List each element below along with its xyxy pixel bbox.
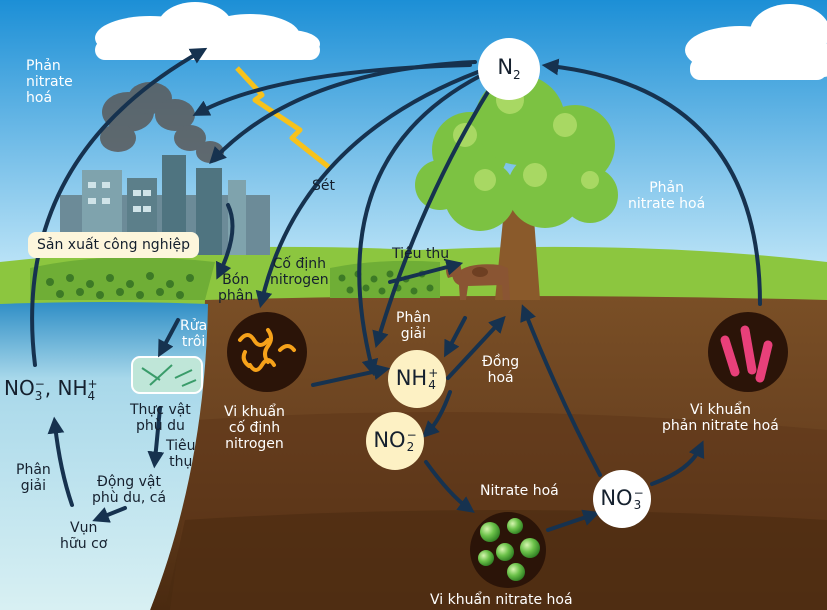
- cloud-icon: [95, 2, 320, 60]
- tree-icon: [415, 75, 618, 300]
- assimilation-label: Đồng hoá: [482, 354, 520, 386]
- arrow-consumption-land: [388, 258, 464, 284]
- denitrification-right-label: Phản nitrate hoá: [628, 180, 706, 212]
- no3-node: NO−3: [593, 470, 651, 528]
- arrow-industry-fertilizer: [216, 203, 235, 280]
- fixation-label: Cố định nitrogen: [270, 256, 329, 288]
- fixing-bacteria-label: Vi khuẩn cố định nitrogen: [224, 404, 285, 452]
- phytoplankton-icon: [131, 356, 203, 394]
- cycle-arrows: [30, 47, 762, 532]
- arrow-assimilation: [446, 315, 506, 380]
- bacteria-icon: [227, 312, 307, 392]
- industry-label: Sản xuất công nghiệp: [28, 232, 199, 258]
- crop-icon: [330, 260, 440, 298]
- arrow-fixation-nh4: [311, 363, 391, 387]
- arrow-n2-nh4-b: [372, 80, 496, 349]
- consumption-land-label: Tiêu thụ: [392, 246, 450, 262]
- crop-icon: [30, 257, 215, 300]
- decomposition-soil-label: Phân giải: [396, 310, 431, 342]
- detritus-label: Vụn hữu cơ: [60, 520, 108, 552]
- no2-node: NO−2: [366, 412, 424, 470]
- n2-label: N2: [497, 54, 521, 83]
- arrow-n2-nh4: [357, 74, 482, 377]
- nh4-label: NH+4: [395, 366, 439, 392]
- nitrifying-bacteria-label: Vi khuẩn nitrate hoá: [430, 592, 573, 608]
- arrow-decomposition-soil: [444, 316, 467, 358]
- denitrifying-bacteria-label: Vi khuẩn phản nitrate hoá: [662, 402, 779, 434]
- arrow-decomposition-water: [47, 416, 74, 507]
- runoff-label: Rửa trôi: [180, 318, 208, 350]
- arrow-zooplankton-detritus: [92, 506, 127, 523]
- nh4-node: NH+4: [388, 350, 446, 408]
- bacteria-icon: [708, 312, 788, 392]
- arrow-n2-lightning: [192, 63, 472, 116]
- phytoplankton-label: Thực vật phù du: [130, 402, 191, 434]
- n2-node: N2: [478, 38, 540, 100]
- arrow-n2-fixation: [255, 70, 480, 309]
- arrow-no3-denitrification: [650, 440, 705, 486]
- no3-label: NO−3: [600, 486, 644, 512]
- nitrification-label: Nitrate hoá: [480, 483, 559, 499]
- decomposition-water-label: Phân giải: [16, 462, 51, 494]
- arrow-denitrification-n2: [541, 58, 762, 306]
- arrow-nh4-no2: [422, 390, 452, 438]
- consumption-water-label: Tiêu thụ: [166, 438, 196, 470]
- arrow-consumption-water: [147, 406, 165, 469]
- arrow-nitrifying-no3: [546, 509, 600, 532]
- bacteria-icon: [470, 512, 546, 588]
- arrow-no2-nitrification: [424, 460, 475, 513]
- arrow-water-denitrification: [30, 47, 208, 367]
- arrow-no3-assimilation: [520, 304, 602, 477]
- arrow-runoff: [158, 318, 180, 358]
- denitrification-left-label: Phản nitrate hoá: [26, 58, 73, 106]
- lightning-label: Sét: [312, 178, 335, 194]
- water-nitrogen-species: NO−3, NH+4: [4, 376, 98, 403]
- zooplankton-label: Động vật phù du, cá: [92, 474, 167, 506]
- no2-label: NO−2: [373, 428, 417, 454]
- fertilizer-label: Bón phân: [218, 272, 254, 304]
- cloud-icon: [685, 4, 827, 80]
